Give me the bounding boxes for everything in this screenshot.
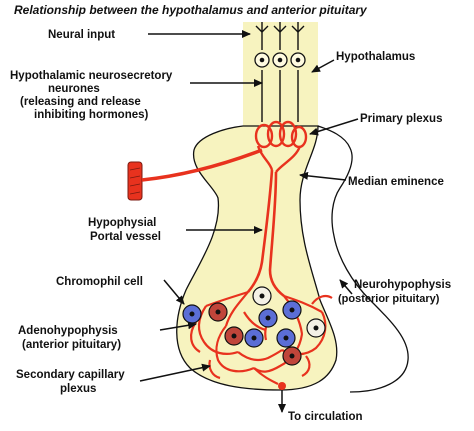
label-adenohypophysis: Adenohypophysis (anterior pituitary)	[18, 325, 121, 351]
circulation-exit-point	[278, 382, 286, 390]
label-secondary-capillary-plexus: Secondary capillary plexus	[16, 369, 128, 395]
label-neurohypophysis: Neurohypophysis (posterior pituitary)	[338, 279, 454, 305]
superior-hypophysial-artery	[127, 148, 263, 201]
label-hypothalamus: Hypothalamus	[336, 51, 415, 63]
label-primary-plexus: Primary plexus	[360, 113, 442, 125]
secondary-capillary-plexus	[190, 290, 333, 385]
primary-plexus	[254, 120, 308, 173]
leader-arrows	[139, 30, 359, 413]
pituitary-gland-region	[176, 125, 338, 391]
neurosecretory-neurons	[261, 22, 299, 122]
diagram-title: Relationship between the hypothalamus an…	[14, 3, 368, 17]
label-neural-input: Neural input	[48, 29, 115, 41]
label-to-circulation: To circulation	[288, 411, 363, 423]
neuron-cell-bodies	[254, 52, 306, 68]
neural-input-endings	[255, 25, 305, 33]
median-eminence-outline	[317, 125, 409, 393]
label-chromophil-cell: Chromophil cell	[56, 276, 143, 288]
chromophil-cells	[182, 286, 326, 366]
hypophysial-portal-vessel	[247, 169, 285, 298]
label-median-eminence: Median eminence	[348, 176, 444, 188]
label-hypophysial-portal-vessel: Hypophysial Portal vessel	[88, 217, 161, 243]
label-neurosecretory-neurones: Hypothalamic neurosecretory neurones (re…	[10, 70, 176, 121]
